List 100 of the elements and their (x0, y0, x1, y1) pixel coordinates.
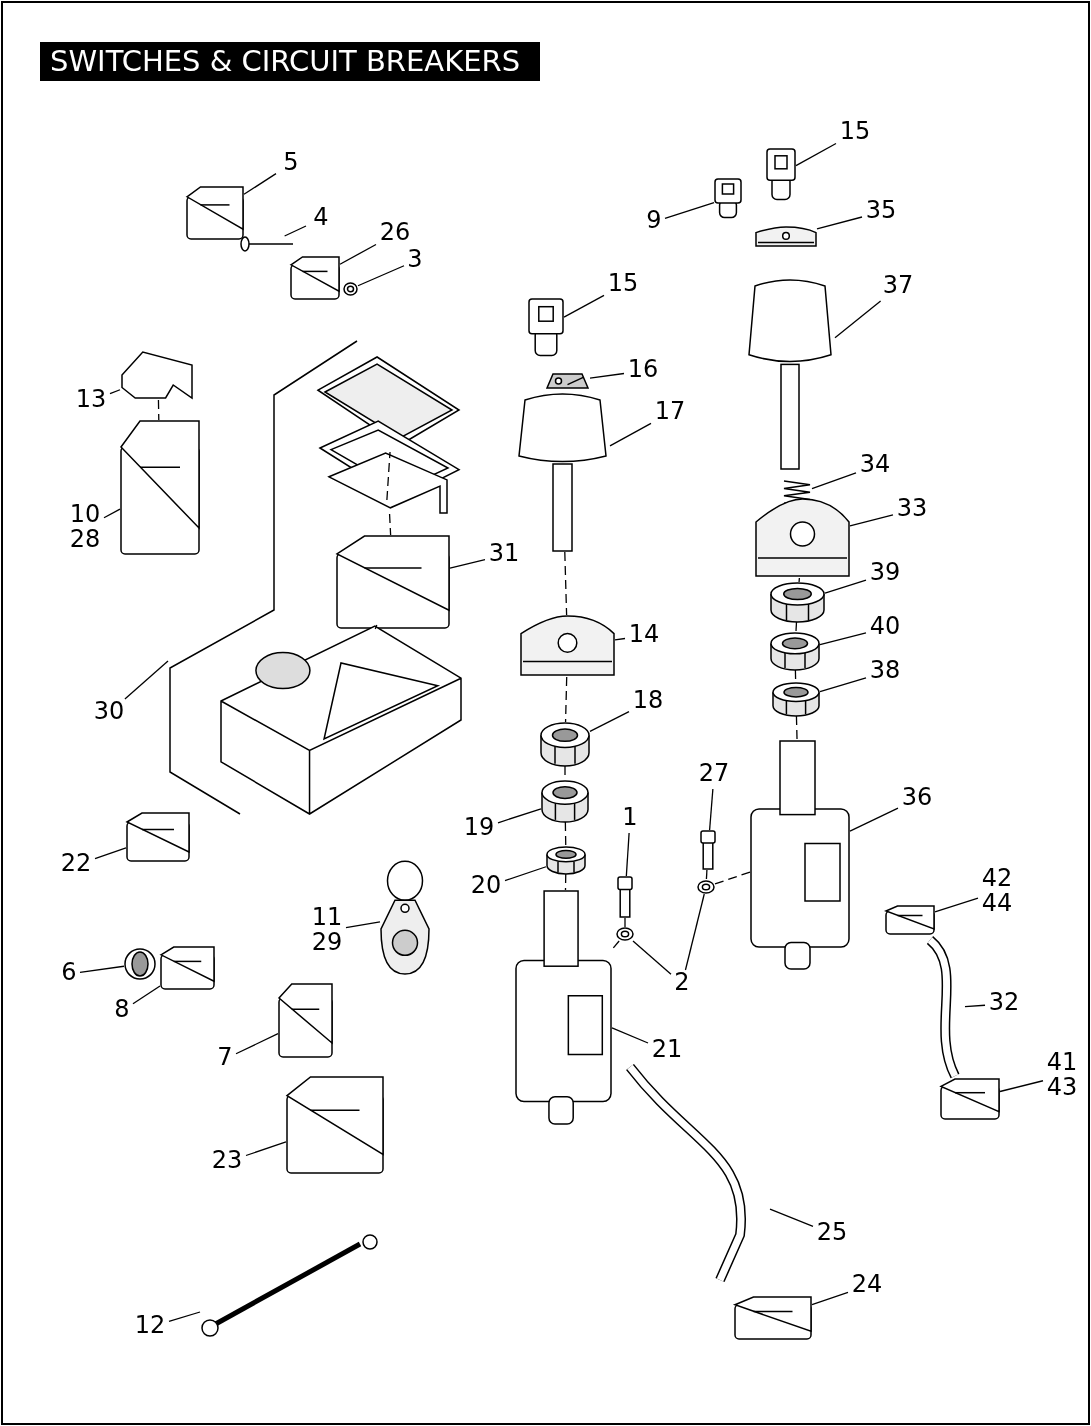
callout-number: 12 (133, 1313, 167, 1338)
leader-line (625, 832, 630, 877)
callout-number: 31 (487, 541, 521, 566)
center-line (388, 513, 392, 536)
callout-number: 29 (310, 930, 344, 955)
callout-number: 4 (312, 205, 330, 230)
leader-line (611, 1027, 649, 1044)
leader-line (243, 173, 277, 195)
callout-number: 9 (645, 208, 663, 233)
callout-number: 16 (626, 357, 660, 382)
center-line (795, 715, 798, 741)
center-line (624, 917, 626, 928)
leader-line (834, 300, 882, 339)
leader-line (103, 508, 121, 519)
callout-number: 21 (650, 1037, 684, 1062)
callout-number: 42 (980, 866, 1014, 891)
leader-line (589, 372, 625, 379)
callout-number: 24 (850, 1272, 884, 1297)
callout-number: 30 (92, 699, 126, 724)
callout-number: 32 (987, 990, 1021, 1015)
callout-number: 8 (113, 997, 131, 1022)
leader-line (769, 1208, 814, 1227)
leader-line (589, 710, 630, 732)
leader-line (811, 1291, 849, 1306)
callout-number: 18 (631, 688, 665, 713)
callout-number: 2 (673, 970, 691, 995)
callout-number: 41 (1045, 1050, 1079, 1075)
center-line (386, 451, 391, 501)
leader-line (819, 677, 867, 693)
leader-line (497, 808, 542, 824)
callout-number: 34 (858, 452, 892, 477)
leader-line (632, 940, 672, 975)
callout-number: 37 (881, 273, 915, 298)
center-line (564, 873, 567, 891)
callout-number: 23 (210, 1148, 244, 1173)
callout-number: 39 (868, 560, 902, 585)
callout-number: 5 (282, 150, 300, 175)
center-line (564, 551, 568, 616)
center-line (611, 940, 620, 951)
leader-line (79, 965, 125, 974)
center-line (795, 621, 798, 633)
center-line (564, 821, 567, 847)
callout-number: 11 (310, 905, 344, 930)
callout-number: 38 (868, 658, 902, 683)
callout-number: 6 (60, 960, 78, 985)
leader-line (684, 893, 705, 971)
title: SWITCHES & CIRCUIT BREAKERS (40, 42, 541, 81)
leader-line (609, 422, 652, 447)
callout-number: 13 (74, 387, 108, 412)
center-line (374, 624, 378, 630)
center-line (798, 577, 801, 583)
leader-line (999, 1080, 1044, 1093)
leader-line (934, 897, 979, 913)
callout-number: 19 (462, 815, 496, 840)
leader-line (819, 632, 867, 646)
leader-line (563, 294, 605, 318)
leader-line (94, 847, 127, 860)
leader-line (245, 1141, 287, 1157)
center-line (564, 676, 568, 723)
leader-line (849, 807, 899, 832)
leader-line (345, 921, 381, 929)
center-line (714, 871, 751, 885)
callout-number: 7 (216, 1045, 234, 1070)
leader-line (449, 558, 486, 569)
callout-number: 22 (59, 851, 93, 876)
center-line (705, 869, 708, 881)
leader-line (708, 788, 714, 831)
leader-line (811, 472, 857, 490)
leader-line (614, 637, 626, 641)
leader-line (504, 866, 547, 882)
callout-number: 35 (864, 198, 898, 223)
leader-line (664, 201, 715, 220)
leader-line (235, 1033, 279, 1055)
callout-number: 27 (697, 761, 731, 786)
callout-number: 15 (606, 271, 640, 296)
leader-line (816, 216, 863, 230)
callout-number: 1 (621, 805, 639, 830)
leader-line (168, 1311, 201, 1322)
callout-number: 40 (868, 614, 902, 639)
center-line (157, 399, 160, 421)
leader-line (824, 579, 867, 594)
leader-line (795, 142, 837, 167)
leader-line (124, 660, 169, 700)
callout-number: 15 (838, 119, 872, 144)
leader-line (964, 1004, 986, 1008)
callout-number: 20 (469, 873, 503, 898)
callout-number: 28 (68, 527, 102, 552)
callout-number: 36 (900, 785, 934, 810)
callout-number: 26 (378, 220, 412, 245)
callout-number: 44 (980, 891, 1014, 916)
callout-number: 25 (815, 1220, 849, 1245)
callout-number: 10 (68, 502, 102, 527)
leader-line (109, 389, 121, 395)
callout-number: 33 (895, 496, 929, 521)
callout-number: 17 (653, 399, 687, 424)
callout-number: 3 (406, 247, 424, 272)
leader-line (283, 225, 307, 237)
leader-line (132, 985, 161, 1005)
leader-line (339, 243, 377, 265)
callout-number: 14 (627, 622, 661, 647)
